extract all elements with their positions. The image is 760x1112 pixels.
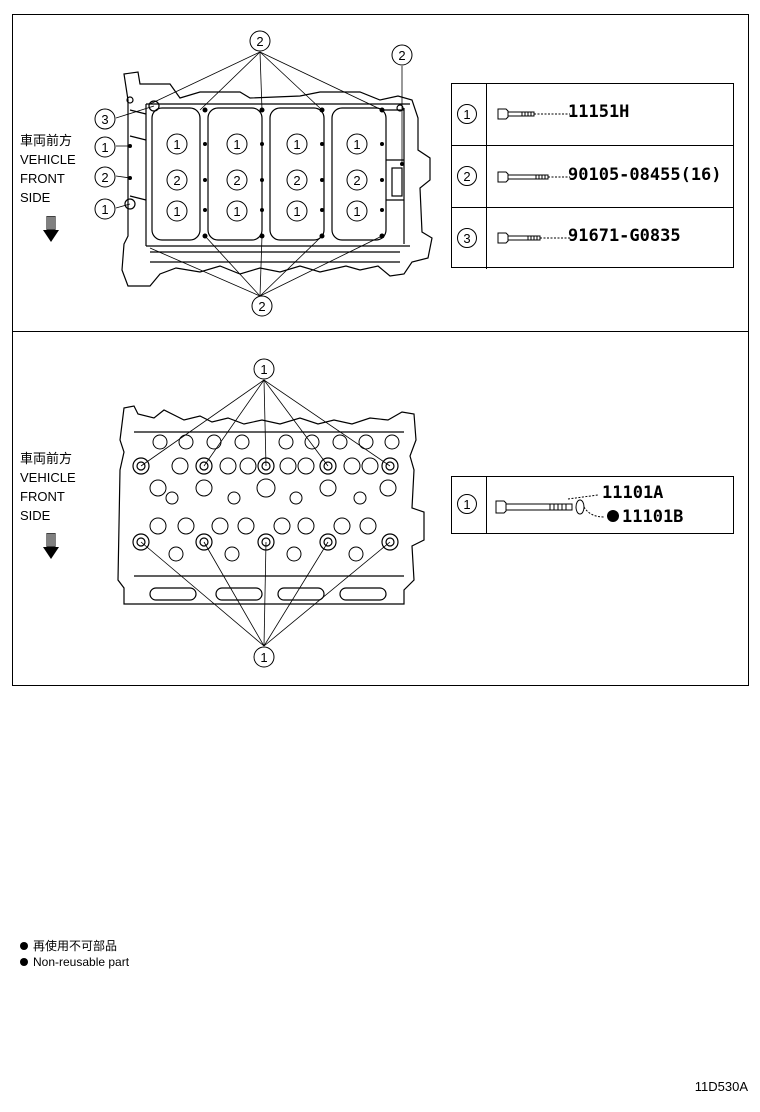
svg-text:2: 2 [258, 299, 265, 314]
front-label-line1: VEHICLE [20, 152, 76, 167]
top-parts-table: 1 11151H 2 90105-08455(16) 3 [451, 83, 734, 269]
bolt-icon [497, 232, 570, 244]
table-row: 1 11151H [452, 84, 733, 145]
row-index-cell: 3 [452, 208, 487, 269]
bolt-icon [497, 108, 570, 120]
vehicle-front-label-bottom: 車両前方 VEHICLE FRONT SIDE [20, 449, 76, 525]
callout-1-left-a: 1 [94, 136, 116, 158]
svg-text:1: 1 [260, 362, 267, 377]
callout-2-left: 2 [94, 166, 116, 188]
row-index-cell: 2 [452, 146, 487, 208]
callout-1-top: 1 [253, 358, 275, 380]
top-callouts: 2 2 2 3 1 2 1 1 1 1 1 2 2 2 2 1 1 1 1 [94, 30, 413, 317]
legend-jp: 再使用不可部品 [20, 937, 117, 954]
legend-jp-text: 再使用不可部品 [33, 939, 118, 953]
svg-text:1: 1 [173, 204, 180, 219]
cam-housing-diagram [115, 51, 433, 297]
front-label-jp: 車両前方 [20, 451, 73, 466]
part-number-b-wrap: 11101B [607, 507, 683, 527]
cylinder-head-diagram: 1 1 [117, 358, 425, 668]
callout-grid-row1: 1 1 1 1 [166, 133, 368, 155]
table-row: 3 91671-G0835 [452, 207, 733, 269]
front-label-line1: VEHICLE [20, 470, 76, 485]
front-label-line3: SIDE [20, 508, 51, 523]
part-number-b: 11101B [622, 507, 684, 527]
part-number: 91671-G0835 [568, 226, 681, 246]
svg-text:1: 1 [353, 137, 360, 152]
legend-dot-icon [20, 958, 28, 966]
svg-text:1: 1 [353, 204, 360, 219]
table-row: 2 90105-08455(16) [452, 145, 733, 208]
bottom-parts-table: 1 11101A 11101B [451, 476, 734, 534]
row-index: 1 [457, 104, 477, 124]
front-label-line2: FRONT [20, 171, 65, 186]
legend-en: Non-reusable part [20, 955, 129, 969]
bolt-icon [497, 171, 570, 183]
callout-2-bottom: 2 [251, 295, 273, 317]
head-bolt-washer-icon [495, 494, 605, 518]
legend-en-text: Non-reusable part [33, 955, 130, 969]
svg-text:1: 1 [233, 204, 240, 219]
callout-3-left: 3 [94, 108, 116, 130]
figure-code: 11D530A [694, 1079, 748, 1094]
vehicle-front-label-top: 車両前方 VEHICLE FRONT SIDE [20, 131, 76, 207]
svg-text:2: 2 [256, 34, 263, 49]
part-number-a: 11101A [602, 483, 664, 503]
callout-2-right: 2 [391, 44, 413, 66]
callout-1-left-b: 1 [94, 198, 116, 220]
callout-grid-row2: 2 2 2 2 [166, 169, 368, 191]
row-index: 3 [457, 228, 477, 248]
row-index: 2 [457, 166, 477, 186]
svg-text:1: 1 [260, 650, 267, 665]
front-arrow-icon [43, 216, 59, 242]
svg-text:2: 2 [101, 170, 108, 185]
front-label-line3: SIDE [20, 190, 51, 205]
non-reusable-dot-icon [607, 510, 619, 522]
svg-text:1: 1 [101, 140, 108, 155]
row-index-cell: 1 [452, 477, 487, 533]
table-row: 1 11101A 11101B [452, 477, 733, 533]
front-label-jp: 車両前方 [20, 133, 73, 148]
svg-text:2: 2 [398, 48, 405, 63]
svg-text:2: 2 [353, 173, 360, 188]
svg-text:1: 1 [101, 202, 108, 217]
row-index-cell: 1 [452, 84, 487, 145]
legend-dot-icon [20, 942, 28, 950]
svg-text:1: 1 [293, 204, 300, 219]
bottom-panel [12, 331, 749, 686]
svg-text:1: 1 [233, 137, 240, 152]
part-number: 90105-08455(16) [568, 165, 722, 185]
svg-text:2: 2 [293, 173, 300, 188]
callout-2-top: 2 [249, 30, 271, 52]
row-index: 1 [457, 494, 477, 514]
front-arrow-icon [43, 533, 59, 559]
front-label-line2: FRONT [20, 489, 65, 504]
svg-text:2: 2 [173, 173, 180, 188]
svg-text:3: 3 [101, 112, 108, 127]
callout-1-bottom: 1 [253, 646, 275, 668]
callout-grid-row3: 1 1 1 1 [166, 200, 368, 222]
svg-text:2: 2 [233, 173, 240, 188]
svg-text:1: 1 [293, 137, 300, 152]
part-number: 11151H [568, 102, 630, 122]
svg-text:1: 1 [173, 137, 180, 152]
